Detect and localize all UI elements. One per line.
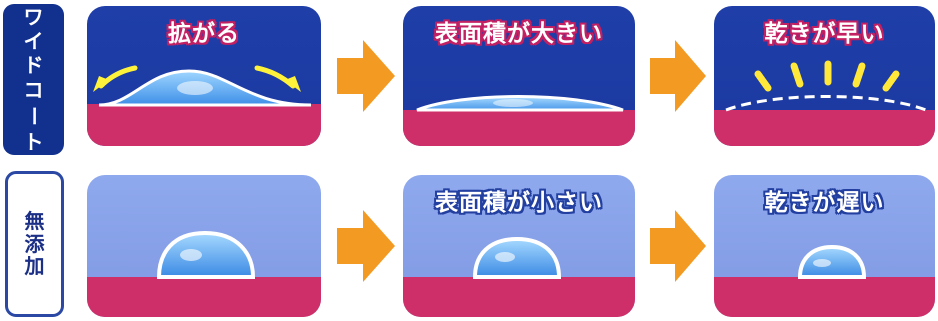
round-drop-illustration	[472, 236, 562, 279]
panel-title: 拡がる	[168, 21, 240, 47]
panel-title: 乾きが遅い	[764, 190, 885, 216]
arrow-right-icon	[337, 210, 395, 282]
arrow-right-icon	[650, 210, 706, 282]
row-label-char: ー	[21, 106, 46, 127]
panel-drop-small	[87, 175, 321, 317]
arrow-right-icon	[650, 40, 706, 112]
row-label-char: コ	[23, 77, 44, 102]
panel-fast-dry: 乾きが早い	[714, 6, 935, 146]
droplet-shape	[797, 244, 867, 279]
round-drop-illustration	[156, 230, 256, 279]
row-label-char: 添	[24, 231, 45, 256]
panel-small-surface: 表面積が小さい	[403, 175, 635, 317]
panel-title: 表面積が小さい	[435, 190, 603, 216]
flat-film-illustration	[416, 95, 624, 112]
panel-title: 乾きが早い	[764, 21, 885, 47]
row-label-wide-coat: ワ イ ド コ ー ト	[3, 4, 64, 155]
droplet-shape	[472, 236, 562, 279]
round-drop-illustration	[797, 244, 867, 279]
row-label-char: ワ	[23, 4, 44, 29]
evaporation-illustration	[725, 60, 927, 112]
ray-icon	[754, 70, 772, 92]
row-label-char: ト	[23, 130, 44, 155]
ray-icon	[790, 62, 804, 88]
row-label-mutenka: 無 添 加	[5, 171, 64, 317]
row-label-char: ド	[23, 53, 44, 78]
panel-slow-dry: 乾きが遅い	[714, 175, 935, 317]
ray-icon	[852, 62, 866, 88]
arrow-left-icon	[98, 65, 138, 89]
panel-title: 表面積が大きい	[435, 21, 603, 47]
spreading-drop-illustration	[93, 65, 312, 107]
row-label-char: 無	[24, 209, 45, 234]
ray-icon	[882, 70, 900, 92]
panel-large-surface: 表面積が大きい	[403, 6, 635, 146]
droplet-shape	[156, 230, 256, 279]
row-label-char: イ	[23, 28, 44, 53]
arrow-right-icon	[337, 40, 395, 112]
dashed-film-outline	[725, 95, 927, 112]
row-label-char: 加	[24, 254, 45, 279]
arrow-right-icon	[254, 65, 296, 89]
panel-spread: 拡がる	[87, 6, 321, 146]
